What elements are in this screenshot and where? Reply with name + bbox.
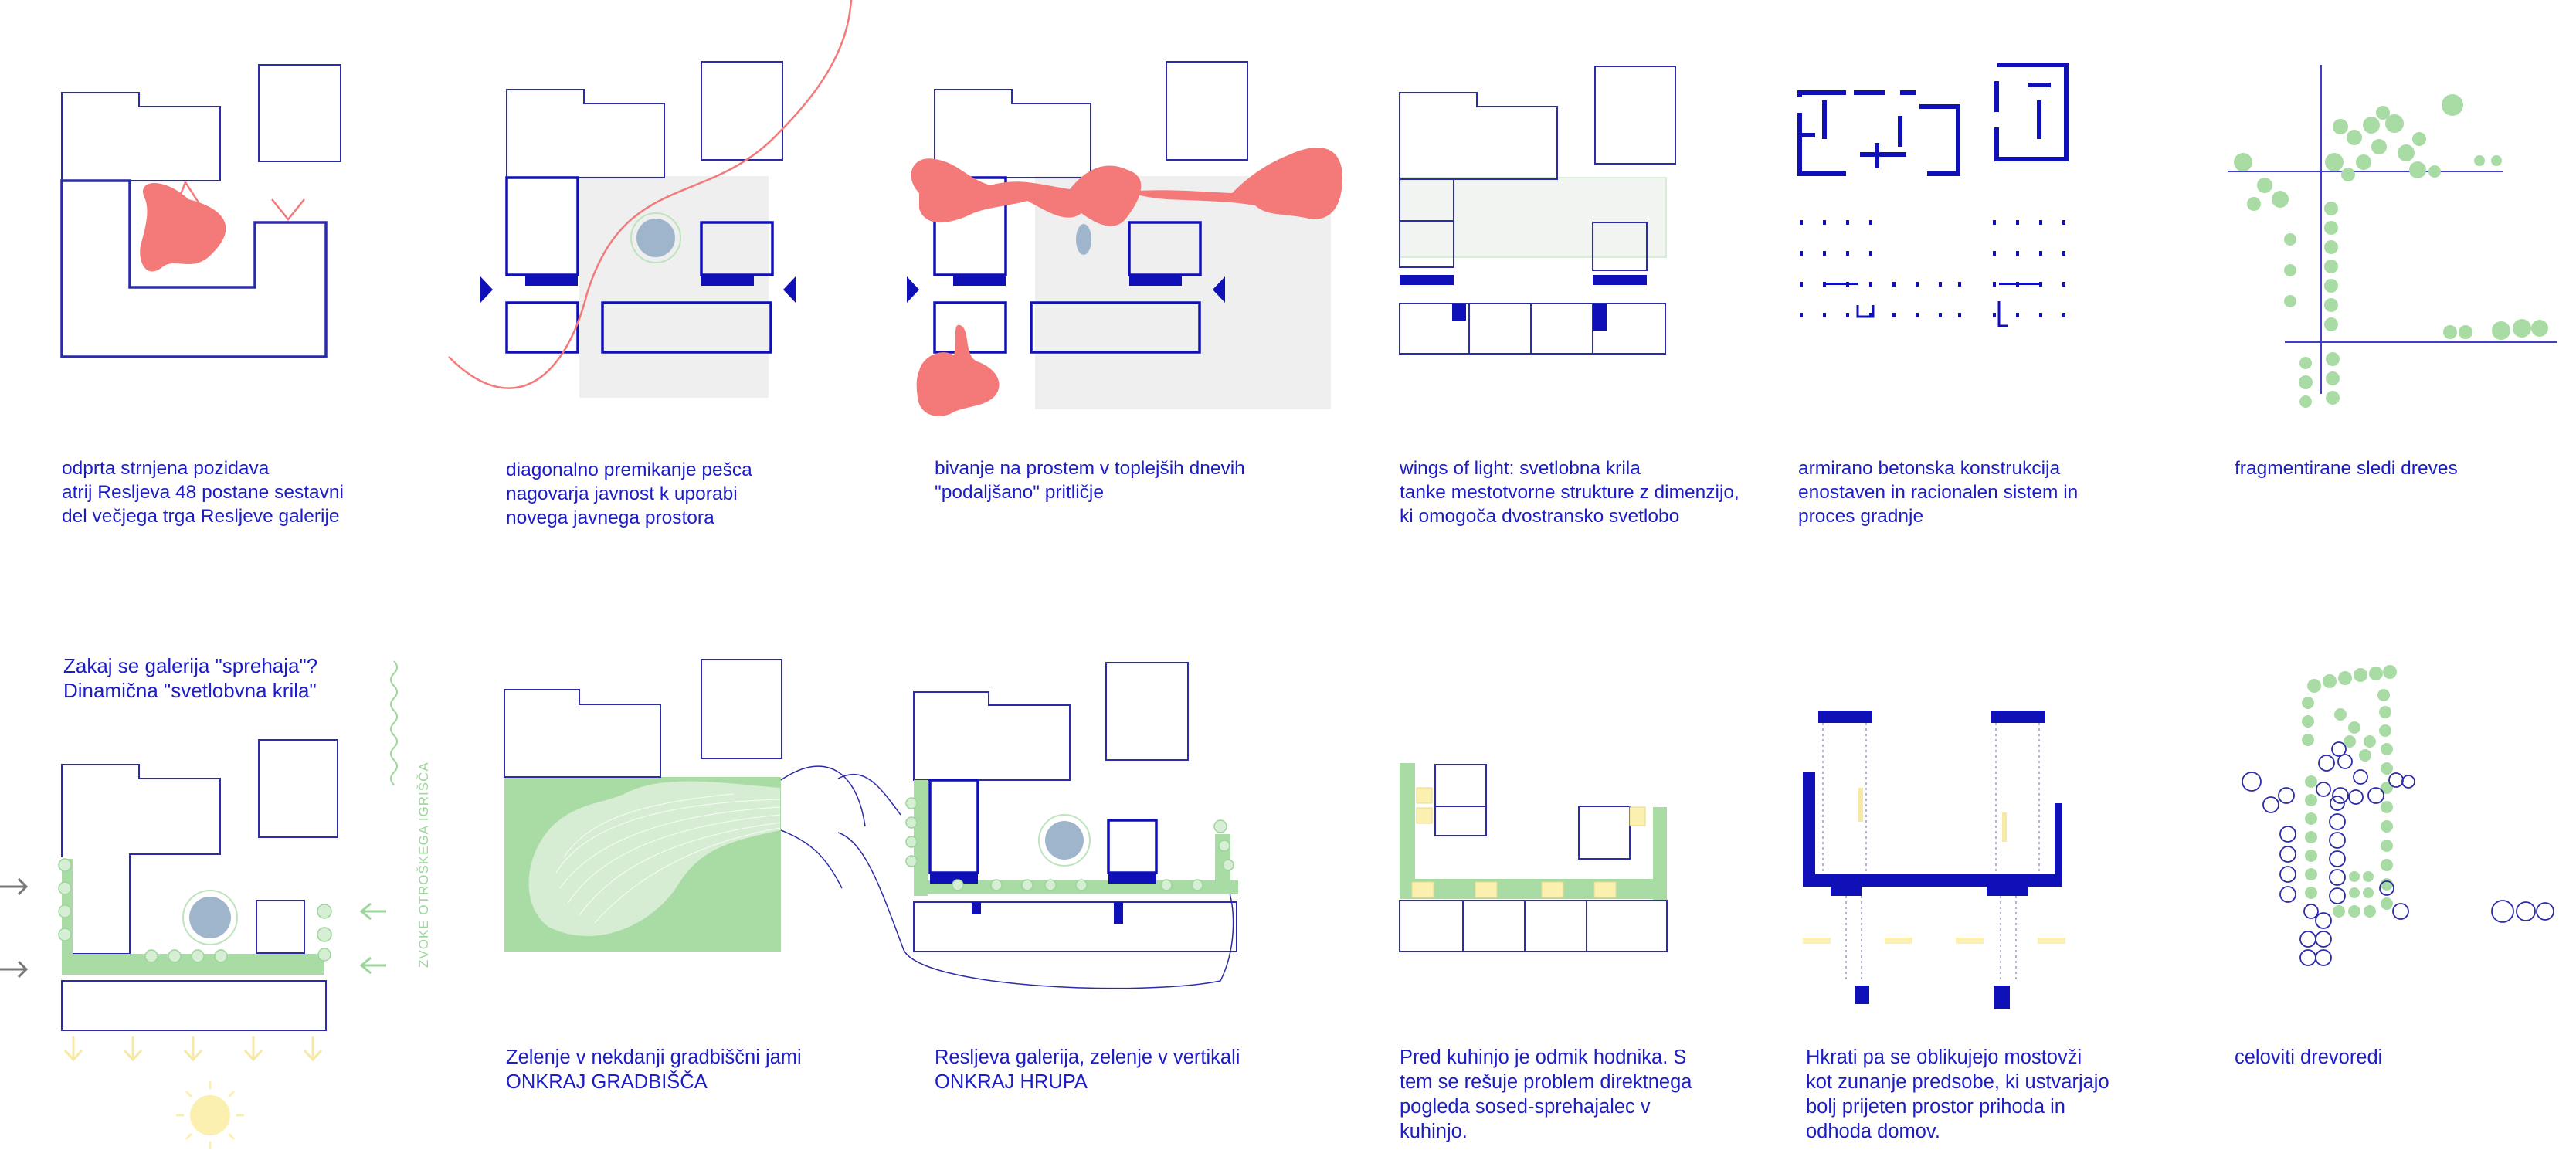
caption-row1-panel4: wings of light: svetlobna krila tanke me… — [1400, 456, 1739, 528]
caption-row2-panel2: Zelenje v nekdanji gradbiščni jami ONKRA… — [506, 1045, 802, 1094]
diagram-open-courtyard-drawing — [54, 54, 348, 363]
sun-icon — [176, 1081, 244, 1149]
diagram-green-pit-drawing — [502, 656, 842, 965]
caption-row2-panel5: Hkrati pa se oblikujejo mostovži kot zun… — [1806, 1045, 2109, 1144]
diagram-dynamic-wings — [0, 656, 417, 1151]
diagram-tree-traces — [2217, 54, 2564, 417]
diagram-vertical-greenery — [834, 656, 1267, 1012]
triangle-arrow-icon — [907, 276, 919, 303]
diagram-tree-avenues-drawing — [2225, 656, 2564, 1043]
diagram-vertical-greenery-drawing — [834, 656, 1267, 1012]
diagram-diagonal-movement-drawing — [448, 0, 865, 402]
diagram-corridor-offset-drawing — [1390, 749, 1684, 965]
vertical-label-playground: ZVOKE OTROŠKEGA IGRIŠČA — [416, 762, 432, 968]
diagram-tree-avenues — [2225, 656, 2564, 1043]
diagram-outdoor-living-drawing — [904, 62, 1359, 433]
arrow-right-icon — [0, 879, 26, 977]
diagram-dynamic-wings-drawing — [0, 656, 417, 1151]
diagram-open-courtyard — [54, 54, 348, 363]
caption-row1-panel1: odprta strnjena pozidava atrij Resljeva … — [62, 456, 344, 528]
caption-row1-panel6: fragmentirane sledi dreves — [2235, 456, 2458, 480]
triangle-arrow-icon — [783, 276, 796, 303]
arrow-down-icon — [65, 1036, 321, 1060]
diagram-tree-traces-drawing — [2217, 54, 2564, 417]
column-grid — [1800, 220, 2065, 317]
diagram-concrete-structure-drawing — [1792, 62, 2086, 371]
caption-row2-panel6: celoviti drevoredi — [2235, 1045, 2382, 1070]
caption-row1-panel3: bivanje na prostem v toplejših dnevih "p… — [935, 456, 1245, 504]
diagram-wings-of-light — [1390, 62, 1684, 371]
diagram-green-pit — [502, 656, 842, 965]
diagram-bridges-section-drawing — [1792, 703, 2086, 1027]
caption-row2-panel4: Pred kuhinjo je odmik hodnika. S tem se … — [1400, 1045, 1692, 1144]
caption-row2-panel3: Resljeva galerija, zelenje v vertikali O… — [935, 1045, 1240, 1094]
triangle-arrow-icon — [480, 276, 493, 303]
caption-row1-panel5: armirano betonska konstrukcija enostaven… — [1798, 456, 2078, 528]
diagram-diagonal-movement — [448, 0, 865, 402]
diagram-concrete-structure — [1792, 62, 2086, 371]
wavy-line-icon — [391, 661, 397, 785]
diagram-corridor-offset — [1390, 749, 1684, 965]
caption-row1-panel2: diagonalno premikanje pešca nagovarja ja… — [506, 458, 752, 530]
diagram-bridges-section — [1792, 703, 2086, 1027]
diagram-wings-of-light-drawing — [1390, 62, 1684, 371]
diagram-outdoor-living — [904, 62, 1359, 433]
